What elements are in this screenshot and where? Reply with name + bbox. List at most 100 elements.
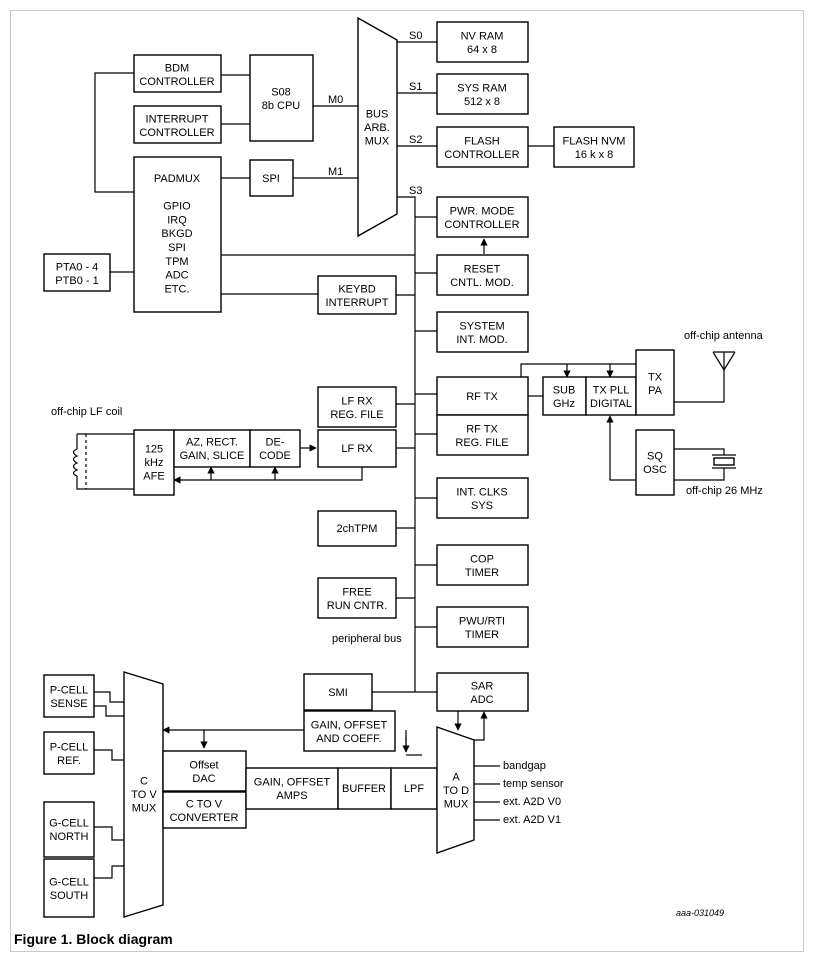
smi-block <box>303 673 373 711</box>
gcell-north-block <box>43 801 95 858</box>
lpf-block <box>390 767 438 810</box>
subghz-label-1: GHz <box>553 398 575 410</box>
atod-label-1: TO D <box>443 785 469 797</box>
antenna-label: off-chip antenna <box>684 330 764 342</box>
offsetdac-label-0: Offset <box>189 759 218 771</box>
gain-amps-block <box>245 767 339 810</box>
pcellsense-label-0: P-CELL <box>50 684 89 696</box>
sqosc-label-1: OSC <box>643 464 667 476</box>
keybd-block <box>317 275 397 315</box>
afe-label-2: AFE <box>143 471 164 483</box>
spi-block <box>249 159 294 197</box>
gainoff-label-1: AND COEFF. <box>316 733 381 745</box>
keybd-label-1: INTERRUPT <box>326 297 389 309</box>
pcell-ref-block <box>43 731 95 775</box>
bdm-controller-block <box>133 54 222 93</box>
bandgap-label: bandgap <box>503 760 546 772</box>
rf-tx-block <box>436 376 529 416</box>
s3-label: S3 <box>409 185 422 197</box>
nvram-label-1: 64 x 8 <box>467 44 497 56</box>
nvram-block <box>436 21 529 63</box>
free-labels: S0 S1 S2 S3 M0 M1 off-chip antenna off-c… <box>51 30 764 826</box>
flashnvm-label-0: FLASH NVM <box>563 135 626 147</box>
flashnvm-label-1: 16 k x 8 <box>575 149 614 161</box>
tpm-label-0: 2chTPM <box>337 523 378 535</box>
intclks-block <box>436 477 529 519</box>
subghz-label-0: SUB <box>553 384 576 396</box>
pcell-sense-block <box>43 674 95 718</box>
s1-label: S1 <box>409 81 422 93</box>
lfrx-reg-block <box>317 386 397 428</box>
tpm-block <box>317 510 397 547</box>
pta-block <box>43 253 111 292</box>
freerun-label-1: RUN CNTR. <box>327 600 388 612</box>
ext-a2d-v1-label: ext. A2D V1 <box>503 814 561 826</box>
smi-label-0: SMI <box>328 687 348 699</box>
rftxreg-label-0: RF TX <box>466 423 498 435</box>
lf-coil-label: off-chip LF coil <box>51 406 122 418</box>
afe-block <box>133 429 175 496</box>
offset-dac-block <box>162 750 247 792</box>
cop-label-0: COP <box>470 553 494 565</box>
ctovconv-label-1: CONVERTER <box>170 812 239 824</box>
az-label-0: AZ, RECT. <box>186 436 238 448</box>
ctov-mux-block <box>123 671 164 918</box>
bdm-label-1: CONTROLLER <box>139 76 214 88</box>
freerun-block <box>317 577 397 619</box>
sysram-label-0: SYS RAM <box>457 82 507 94</box>
decode-block <box>249 429 301 468</box>
pwr-mode-block <box>436 196 529 238</box>
padmux-label-7: ADC <box>165 270 188 282</box>
ctov-label-1: TO V <box>131 789 157 801</box>
padmux-label-2: GPIO <box>163 201 191 213</box>
intclks-label-0: INT. CLKS <box>456 486 507 498</box>
spi-label-0: SPI <box>262 173 280 185</box>
m0-label: M0 <box>328 94 343 106</box>
az-label-1: GAIN, SLICE <box>180 450 245 462</box>
txpll-label-0: TX PLL <box>593 384 630 396</box>
sqosc-label-0: SQ <box>647 450 663 462</box>
txpa-label-1: PA <box>648 385 663 397</box>
pwrmode-label-1: CONTROLLER <box>444 219 519 231</box>
padmux-label-8: ETC. <box>164 283 189 295</box>
pta-label-1: PTB0 - 1 <box>55 275 98 287</box>
busarb-label-0: BUS <box>366 109 389 121</box>
flash-controller-block <box>436 126 529 168</box>
gainamps-label-1: AMPS <box>276 790 307 802</box>
pwu-label-0: PWU/RTI <box>459 615 505 627</box>
cop-block <box>436 544 529 586</box>
sysint-label-0: SYSTEM <box>459 320 504 332</box>
cpu-label-1: 8b CPU <box>262 100 301 112</box>
txpa-label-0: TX <box>648 371 663 383</box>
lfrxreg-label-1: REG. FILE <box>330 409 383 421</box>
buffer-block <box>337 767 392 810</box>
cpu-label-0: S08 <box>271 86 291 98</box>
pcellref-label-1: REF. <box>57 755 81 767</box>
gain-offset-coeff-block <box>303 710 396 752</box>
ctov-converter-block <box>162 791 247 829</box>
cpu-block <box>249 54 314 142</box>
ext-a2d-v0-label: ext. A2D V0 <box>503 796 561 808</box>
ctov-label-0: C <box>140 776 148 788</box>
lfrx-block <box>317 429 397 468</box>
atod-label-2: MUX <box>444 799 469 811</box>
gcellsouth-label-0: G-CELL <box>49 876 89 888</box>
gcellsouth-label-1: SOUTH <box>50 890 89 902</box>
busarb-label-1: ARB. <box>364 122 390 134</box>
gcellnorth-label-0: G-CELL <box>49 817 89 829</box>
sar-label-1: ADC <box>470 694 493 706</box>
s2-label: S2 <box>409 134 422 146</box>
gainoff-label-0: GAIN, OFFSET <box>311 719 388 731</box>
s0-label: S0 <box>409 30 422 42</box>
lfrx-label-0: LF RX <box>341 443 373 455</box>
keybd-label-0: KEYBD <box>338 283 375 295</box>
intclks-label-1: SYS <box>471 500 493 512</box>
padmux-label-0: PADMUX <box>154 173 201 185</box>
offsetdac-label-1: DAC <box>192 773 215 785</box>
gcell-south-block <box>43 858 95 918</box>
rftx-reg-block <box>436 414 529 456</box>
pwrmode-label-0: PWR. MODE <box>450 205 515 217</box>
padmux-label-4: BKGD <box>161 228 192 240</box>
